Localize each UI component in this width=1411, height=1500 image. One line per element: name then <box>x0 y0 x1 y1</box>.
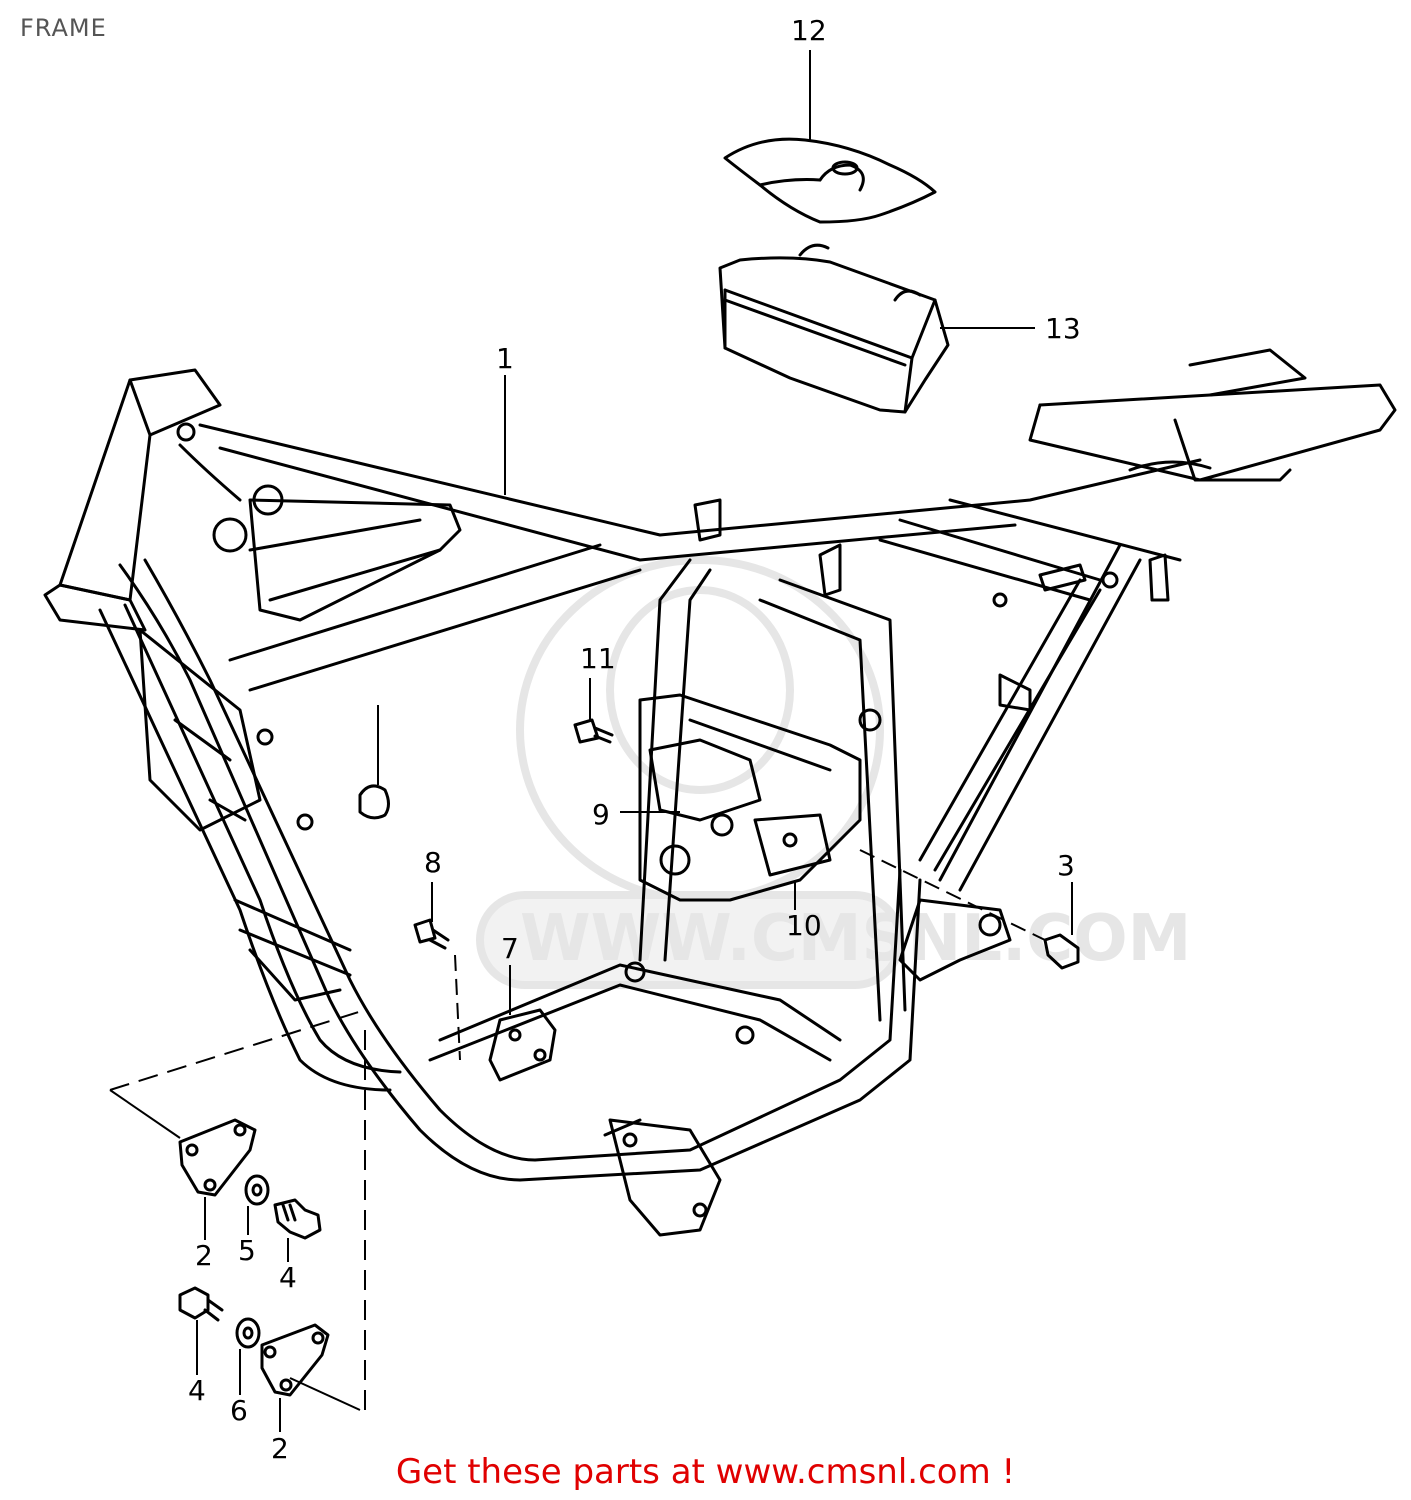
part-5-bracket <box>488 1008 557 1082</box>
callout-1: 1 <box>496 342 514 375</box>
callout-4-lower: 6 <box>230 1394 248 1427</box>
part-6-bolt <box>413 918 450 950</box>
part-12-tray <box>718 243 950 414</box>
callout-3-lower: 4 <box>188 1374 206 1407</box>
callout-2-upper: 2 <box>195 1239 213 1272</box>
callout-3-upper: 4 <box>279 1261 297 1294</box>
part-2-plate-lower <box>260 1323 330 1397</box>
part-4-washer-lower <box>235 1317 261 1349</box>
callout-10: 3 <box>1057 849 1075 882</box>
part-11-cover <box>723 137 937 224</box>
leader-lines <box>109 50 1073 1432</box>
part-3-bolt-upper <box>273 1198 322 1240</box>
callout-5: 7 <box>501 932 519 965</box>
footer-parts-link[interactable]: Get these parts at www.cmsnl.com ! <box>395 1452 1016 1492</box>
callout-8: 10 <box>786 909 822 942</box>
callout-9: 11 <box>580 642 616 675</box>
part-4-washer-upper <box>244 1174 270 1206</box>
callout-2-lower: 2 <box>271 1432 289 1465</box>
part-2-plate-upper <box>178 1118 257 1197</box>
callout-7: 9 <box>592 798 610 831</box>
callout-11: 12 <box>791 14 827 47</box>
part-1-frame <box>43 348 1397 1237</box>
part-10-bolt <box>1043 933 1080 970</box>
part-13-plug <box>358 784 390 820</box>
callout-4-upper: 5 <box>238 1234 256 1267</box>
watermark <box>476 556 904 989</box>
callout-12: 13 <box>1045 312 1081 345</box>
page-title: FRAME <box>20 14 107 42</box>
part-9-bolt <box>573 718 614 744</box>
callout-6: 8 <box>424 846 442 879</box>
part-3-bolt-lower <box>178 1286 224 1322</box>
